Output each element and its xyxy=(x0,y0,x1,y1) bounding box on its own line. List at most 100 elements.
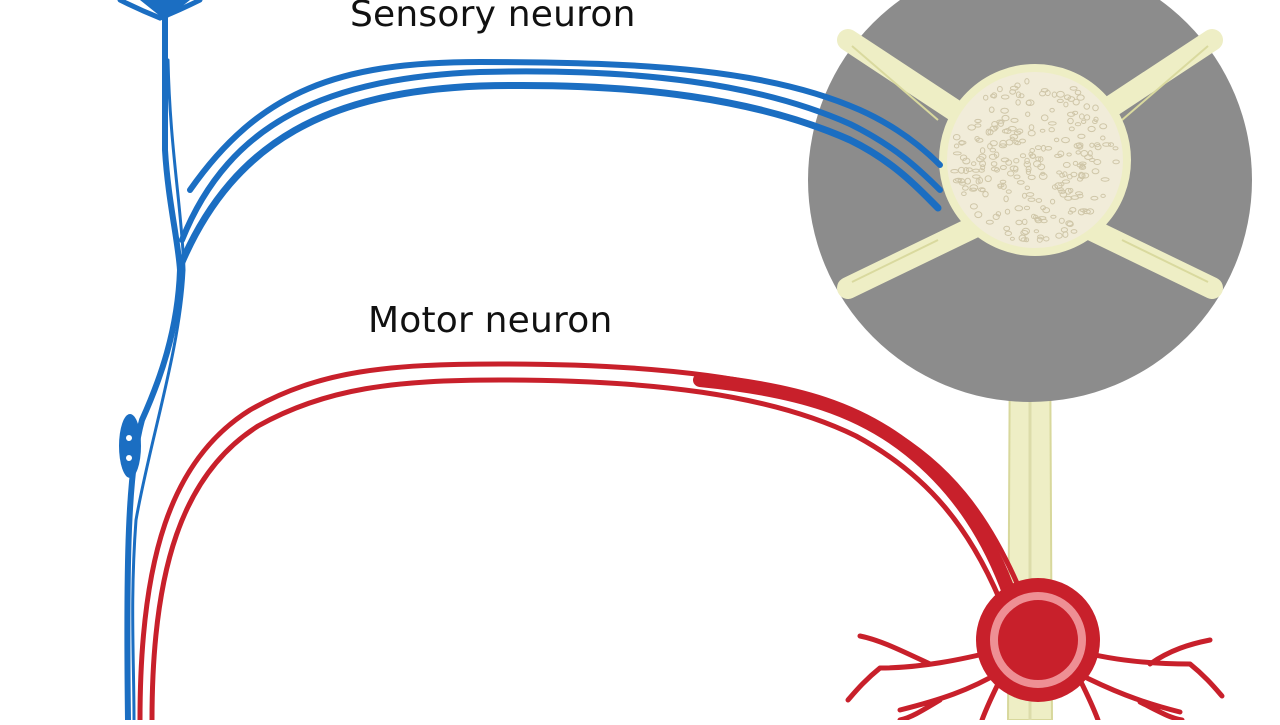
texture-dot xyxy=(1089,142,1095,148)
texture-dot xyxy=(1003,195,1009,203)
texture-dot xyxy=(1055,232,1063,239)
sensory-neuron-label: Sensory neuron xyxy=(350,0,636,35)
texture-dot xyxy=(1112,146,1119,151)
texture-dot xyxy=(1056,170,1062,175)
texture-dot xyxy=(974,118,982,124)
texture-dot xyxy=(988,106,995,113)
texture-dot xyxy=(1037,163,1046,171)
texture-dot xyxy=(958,139,965,146)
texture-dot xyxy=(1019,138,1026,144)
texture-dot xyxy=(997,86,1003,93)
texture-dot xyxy=(1009,236,1015,241)
texture-dot xyxy=(1058,189,1066,194)
spinal-cord-cross-section xyxy=(808,0,1252,721)
texture-dot xyxy=(1058,182,1065,187)
texture-dot xyxy=(1093,159,1102,165)
texture-dot xyxy=(1076,193,1084,199)
texture-dot xyxy=(971,161,977,167)
texture-dot xyxy=(963,167,969,175)
texture-dot xyxy=(1024,78,1030,85)
motor-arc-inner xyxy=(149,377,1003,723)
texture-dot xyxy=(1092,119,1098,124)
texture-dot xyxy=(1069,86,1078,91)
texture-dot xyxy=(1029,153,1037,159)
texture-dot xyxy=(1027,174,1036,181)
texture-dot xyxy=(1025,165,1032,173)
texture-dot xyxy=(991,121,998,128)
texture-dot xyxy=(1049,107,1055,113)
texture-dot xyxy=(1013,165,1019,173)
sensory-ganglion-dot-top xyxy=(126,435,132,441)
texture-dot xyxy=(1060,227,1069,233)
texture-dot xyxy=(1077,133,1086,139)
texture-dot xyxy=(1048,127,1055,133)
texture-dot xyxy=(999,139,1008,147)
sensory-dendrite-head-fill xyxy=(140,0,190,20)
texture-dot xyxy=(1074,122,1082,127)
texture-dot xyxy=(1015,99,1021,106)
texture-dot xyxy=(1075,150,1081,155)
texture-dot xyxy=(1005,159,1013,166)
sensory-ganglion xyxy=(119,414,141,478)
texture-dot xyxy=(969,187,978,192)
texture-dot xyxy=(1062,161,1071,168)
texture-dot xyxy=(1007,126,1017,132)
texture-dot xyxy=(1040,205,1046,211)
texture-dot xyxy=(1027,130,1036,137)
texture-dot xyxy=(1040,114,1049,122)
texture-dot xyxy=(1033,229,1040,234)
texture-dot xyxy=(997,183,1005,188)
texture-dot xyxy=(985,128,991,136)
texture-dot xyxy=(993,125,999,130)
texture-dot xyxy=(1016,180,1025,185)
texture-dot xyxy=(969,184,979,191)
texture-dot xyxy=(1025,192,1035,197)
texture-dot xyxy=(1034,217,1043,224)
texture-dot xyxy=(1043,236,1050,242)
texture-dot xyxy=(1080,119,1087,125)
texture-dot xyxy=(1066,221,1074,228)
texture-dot xyxy=(1075,191,1083,196)
texture-dot xyxy=(1077,208,1086,216)
texture-dot xyxy=(1067,96,1076,102)
texture-dot xyxy=(1053,137,1060,143)
texture-dot xyxy=(1087,150,1093,157)
texture-dot xyxy=(996,119,1005,124)
texture-dot xyxy=(958,140,967,145)
texture-dot xyxy=(1023,161,1032,168)
texture-dot xyxy=(1024,237,1030,243)
texture-dot xyxy=(1009,89,1016,95)
texture-dot xyxy=(979,187,986,193)
texture-dot xyxy=(1013,158,1020,164)
texture-dot xyxy=(997,120,1005,127)
texture-dot xyxy=(991,92,998,99)
texture-dot xyxy=(983,94,989,101)
texture-dot xyxy=(1019,153,1027,159)
texture-dot xyxy=(1087,125,1096,133)
texture-dot xyxy=(988,153,998,160)
texture-dot xyxy=(1023,205,1031,211)
texture-dot xyxy=(1009,134,1019,140)
texture-dot xyxy=(1075,142,1084,148)
texture-dot xyxy=(1057,150,1065,158)
texture-dot xyxy=(1108,142,1114,147)
texture-dot xyxy=(975,137,984,143)
texture-dot xyxy=(1005,189,1012,194)
texture-dot xyxy=(1067,111,1076,117)
texture-dot xyxy=(1013,139,1019,145)
texture-dot xyxy=(1079,208,1089,213)
texture-dot xyxy=(1079,163,1086,169)
texture-dot xyxy=(1067,173,1073,180)
texture-dot xyxy=(1000,94,1010,100)
texture-dot xyxy=(990,161,998,167)
texture-dot xyxy=(1066,152,1072,157)
texture-dot xyxy=(985,219,994,225)
texture-dot xyxy=(1039,128,1046,133)
texture-dot xyxy=(1037,234,1044,240)
texture-dot xyxy=(1078,171,1085,179)
texture-dot xyxy=(1037,216,1047,221)
texture-dot xyxy=(1013,130,1022,136)
texture-dot xyxy=(974,211,983,219)
texture-dot xyxy=(1036,236,1043,243)
